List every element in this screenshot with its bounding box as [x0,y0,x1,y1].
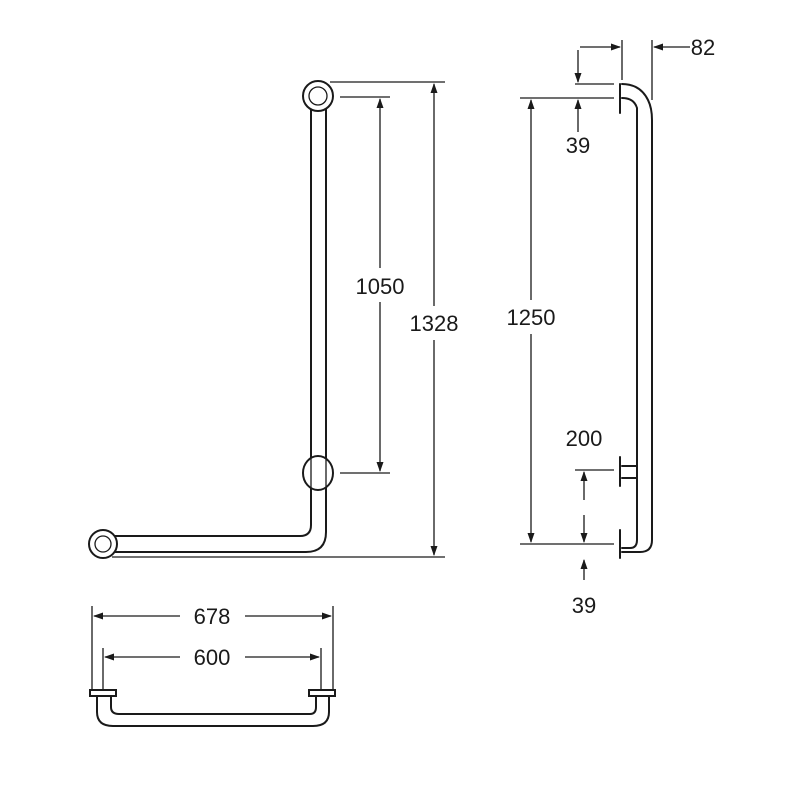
dim-label-200: 200 [566,426,603,451]
middle-wall-support [302,455,334,491]
plan-bar-tube [96,696,330,727]
dim-label-600: 600 [194,645,231,670]
dim-label-1250: 1250 [507,305,556,330]
dim-label-1328: 1328 [410,311,459,336]
left-wall-rosette [88,529,118,559]
dim-label-82: 82 [691,35,715,60]
dim-label-39-top: 39 [566,133,590,158]
top-wall-rosette [302,80,334,112]
l-bar-tube [103,98,327,553]
side-bar-tube [621,83,653,553]
plan-right-flange [308,689,336,697]
dim-label-39-bottom: 39 [572,593,596,618]
dim-label-678: 678 [194,604,231,629]
front-view: 1050 1328 [88,80,459,559]
side-middle-support [621,465,638,479]
plan-view: 678 600 [89,604,336,727]
side-view: 82 39 1250 200 39 [507,35,716,618]
dim-label-1050: 1050 [356,274,405,299]
plan-left-flange [89,689,117,697]
